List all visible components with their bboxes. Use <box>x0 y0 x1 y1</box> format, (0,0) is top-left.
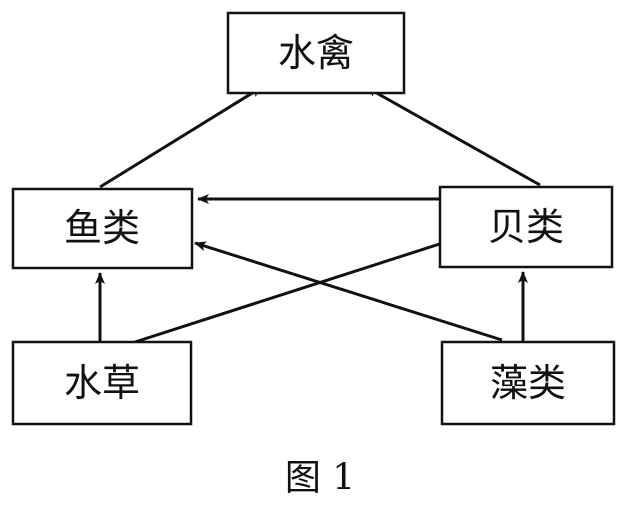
figure-caption: 图 1 <box>285 458 355 499</box>
node-fish-box <box>11 187 194 270</box>
node-algae-label: 藻类 <box>490 361 566 405</box>
arrow-shellfish-to-waterfowl <box>365 85 541 187</box>
node-waterweed-box <box>11 340 193 426</box>
arrow-algae-to-fish <box>194 241 503 342</box>
node-waterfowl: 水禽 <box>226 11 406 95</box>
node-algae: 藻类 <box>440 340 616 426</box>
arrow-waterweed-to-shellfish <box>134 238 453 344</box>
node-fish: 鱼类 <box>11 187 194 270</box>
node-shellfish-box <box>438 185 614 269</box>
node-waterweed-label: 水草 <box>64 361 140 405</box>
node-shellfish-label: 贝类 <box>488 205 564 249</box>
node-fish-label: 鱼类 <box>64 206 140 250</box>
edge-group <box>95 85 541 344</box>
node-algae-box <box>440 340 616 426</box>
node-shellfish: 贝类 <box>438 185 614 269</box>
node-waterweed: 水草 <box>11 340 193 426</box>
node-waterfowl-box <box>226 11 406 95</box>
node-waterfowl-label: 水禽 <box>278 31 354 75</box>
arrow-fish-to-waterfowl <box>99 85 263 189</box>
